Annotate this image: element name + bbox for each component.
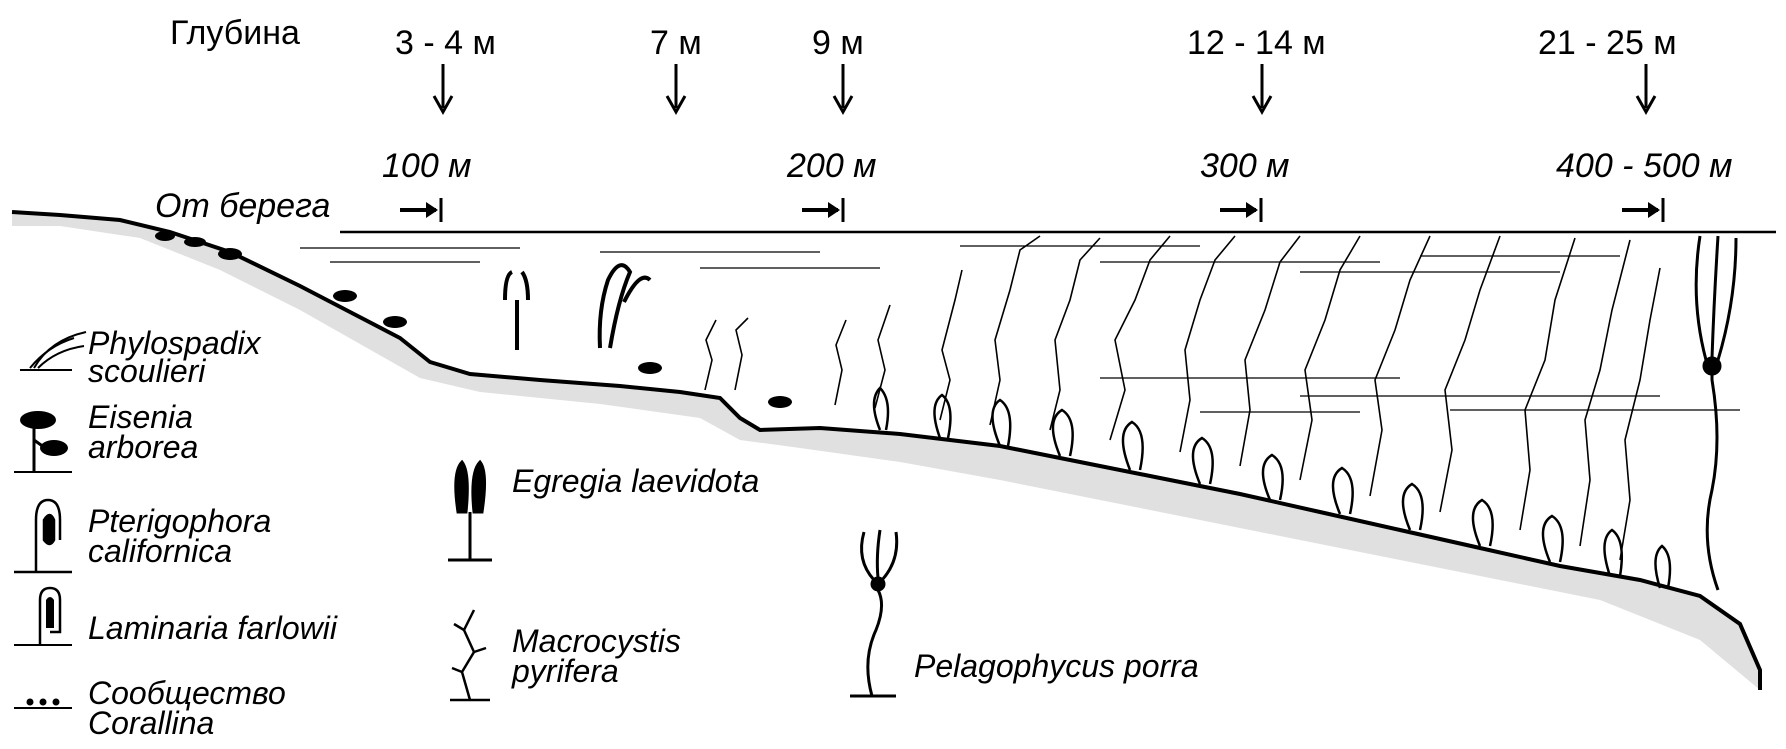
distance-label: 100 м (382, 147, 471, 185)
egregia-plant (505, 265, 650, 350)
depth-label: 12 - 14 м (1187, 24, 1326, 62)
right-tab-arrow-icon (802, 198, 843, 222)
right-tab-arrow-icon (400, 198, 441, 222)
right-tab-arrow-icon (1220, 198, 1261, 222)
distance-label: 400 - 500 м (1556, 147, 1732, 185)
corallina-icon (14, 699, 72, 709)
depth-label: 9 м (812, 24, 864, 62)
understory-kelps (874, 388, 1670, 588)
laminaria-icon (14, 588, 72, 645)
depth-markers: 3 - 4 м 7 м 9 м 12 - 14 м 21 - 25 м (395, 24, 1677, 112)
legend-label: Corallina (88, 705, 214, 741)
legend-label: arborea (88, 429, 198, 465)
pelagophycus-icon (850, 530, 897, 696)
depth-label: 3 - 4 м (395, 24, 496, 62)
phyllospadix-icon (20, 332, 86, 370)
distance-label: 200 м (786, 147, 876, 185)
legend-label: Egregia laevidota (512, 463, 759, 499)
macrocystis-icon (450, 610, 490, 700)
pelagophycus-plant (1696, 236, 1736, 590)
depth-label: 7 м (650, 24, 702, 62)
depth-title: Глубина (170, 14, 300, 52)
legend-label: pyrifera (511, 653, 619, 689)
depth-label: 21 - 25 м (1538, 24, 1677, 62)
legend-label: californica (88, 533, 232, 569)
egregia-icon (448, 462, 492, 560)
distance-markers: От берега 100 м 200 м 300 м 400 - 500 м (155, 147, 1732, 225)
legend-label: Laminaria farlowii (88, 610, 338, 646)
legend-label: Pelagophycus porra (914, 648, 1199, 684)
eisenia-icon (14, 411, 72, 472)
right-tab-arrow-icon (1622, 198, 1663, 222)
legend-label: scoulieri (88, 353, 206, 389)
pterigophora-icon (14, 500, 72, 572)
from-shore-label: От берега (155, 187, 330, 225)
distance-label: 300 м (1200, 147, 1289, 185)
